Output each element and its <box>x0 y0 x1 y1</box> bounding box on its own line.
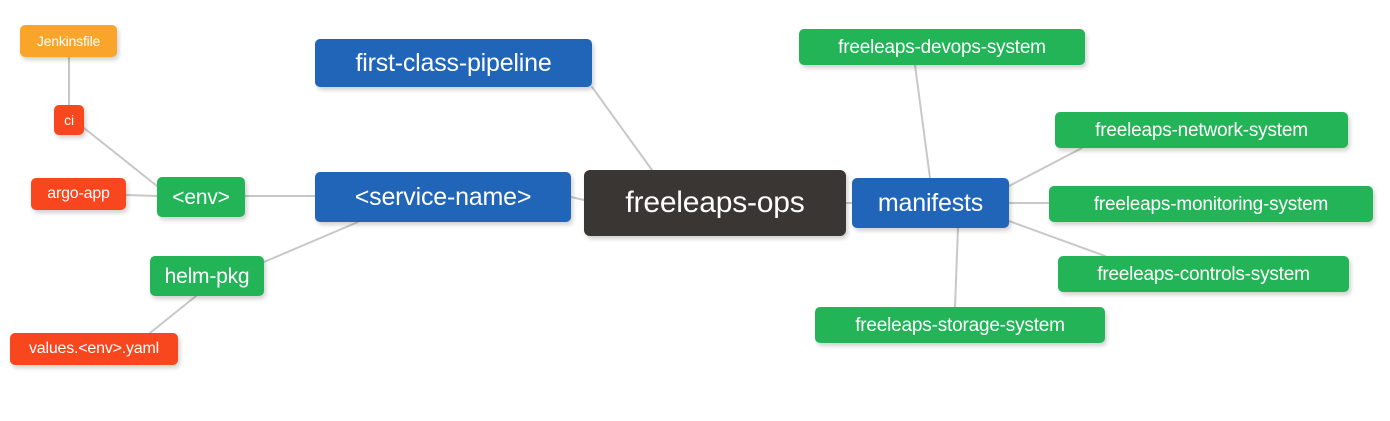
mindmap-node-freeleaps-network-system[interactable]: freeleaps-network-system <box>1055 112 1348 148</box>
node-label: freeleaps-controls-system <box>1097 263 1310 285</box>
mindmap-node-ci[interactable]: ci <box>54 105 84 135</box>
mindmap-node-freeleaps-devops-system[interactable]: freeleaps-devops-system <box>799 29 1085 65</box>
mindmap-node-manifests[interactable]: manifests <box>852 178 1009 228</box>
node-label: helm-pkg <box>164 264 250 288</box>
node-label: argo-app <box>47 185 110 202</box>
mindmap-node-first-class-pipeline[interactable]: first-class-pipeline <box>315 39 592 87</box>
edge-values-env-yaml-to-helm-pkg <box>149 295 197 334</box>
mindmap-node-argo-app[interactable]: argo-app <box>31 178 126 210</box>
node-label: values.<env>.yaml <box>28 340 159 357</box>
mindmap-node-freeleaps-storage-system[interactable]: freeleaps-storage-system <box>815 307 1105 343</box>
edge-service-name-to-root <box>570 196 585 201</box>
node-label: manifests <box>877 188 984 217</box>
node-label: Jenkinsfile <box>36 33 101 49</box>
node-label: <service-name> <box>354 182 532 211</box>
edge-manifests-to-freeleaps-controls-system <box>1008 220 1106 257</box>
edge-helm-pkg-to-service-name <box>263 221 359 263</box>
node-label: <env> <box>172 185 230 209</box>
edge-argo-app-to-env <box>125 194 158 197</box>
mindmap-node-root[interactable]: freeleaps-ops <box>584 170 846 236</box>
node-label: first-class-pipeline <box>355 48 552 77</box>
edge-manifests-to-freeleaps-storage-system <box>954 227 959 308</box>
mindmap-node-jenkinsfile[interactable]: Jenkinsfile <box>20 25 117 57</box>
node-label: freeleaps-storage-system <box>855 314 1065 336</box>
mindmap-node-values-env-yaml[interactable]: values.<env>.yaml <box>10 333 178 365</box>
node-label: freeleaps-ops <box>625 186 805 219</box>
edge-manifests-to-freeleaps-network-system <box>1008 147 1083 187</box>
node-label: freeleaps-devops-system <box>838 36 1046 58</box>
node-label: freeleaps-monitoring-system <box>1093 193 1329 215</box>
mindmap-node-helm-pkg[interactable]: helm-pkg <box>150 256 264 296</box>
edge-first-class-pipeline-to-root <box>591 86 653 171</box>
mindmap-node-freeleaps-controls-system[interactable]: freeleaps-controls-system <box>1058 256 1349 292</box>
mindmap-node-service-name[interactable]: <service-name> <box>315 172 571 222</box>
edge-manifests-to-freeleaps-devops-system <box>914 64 931 179</box>
node-label: ci <box>64 112 74 128</box>
mindmap-node-env[interactable]: <env> <box>157 177 245 217</box>
node-label: freeleaps-network-system <box>1095 119 1308 141</box>
mindmap-node-freeleaps-monitoring-system[interactable]: freeleaps-monitoring-system <box>1049 186 1373 222</box>
